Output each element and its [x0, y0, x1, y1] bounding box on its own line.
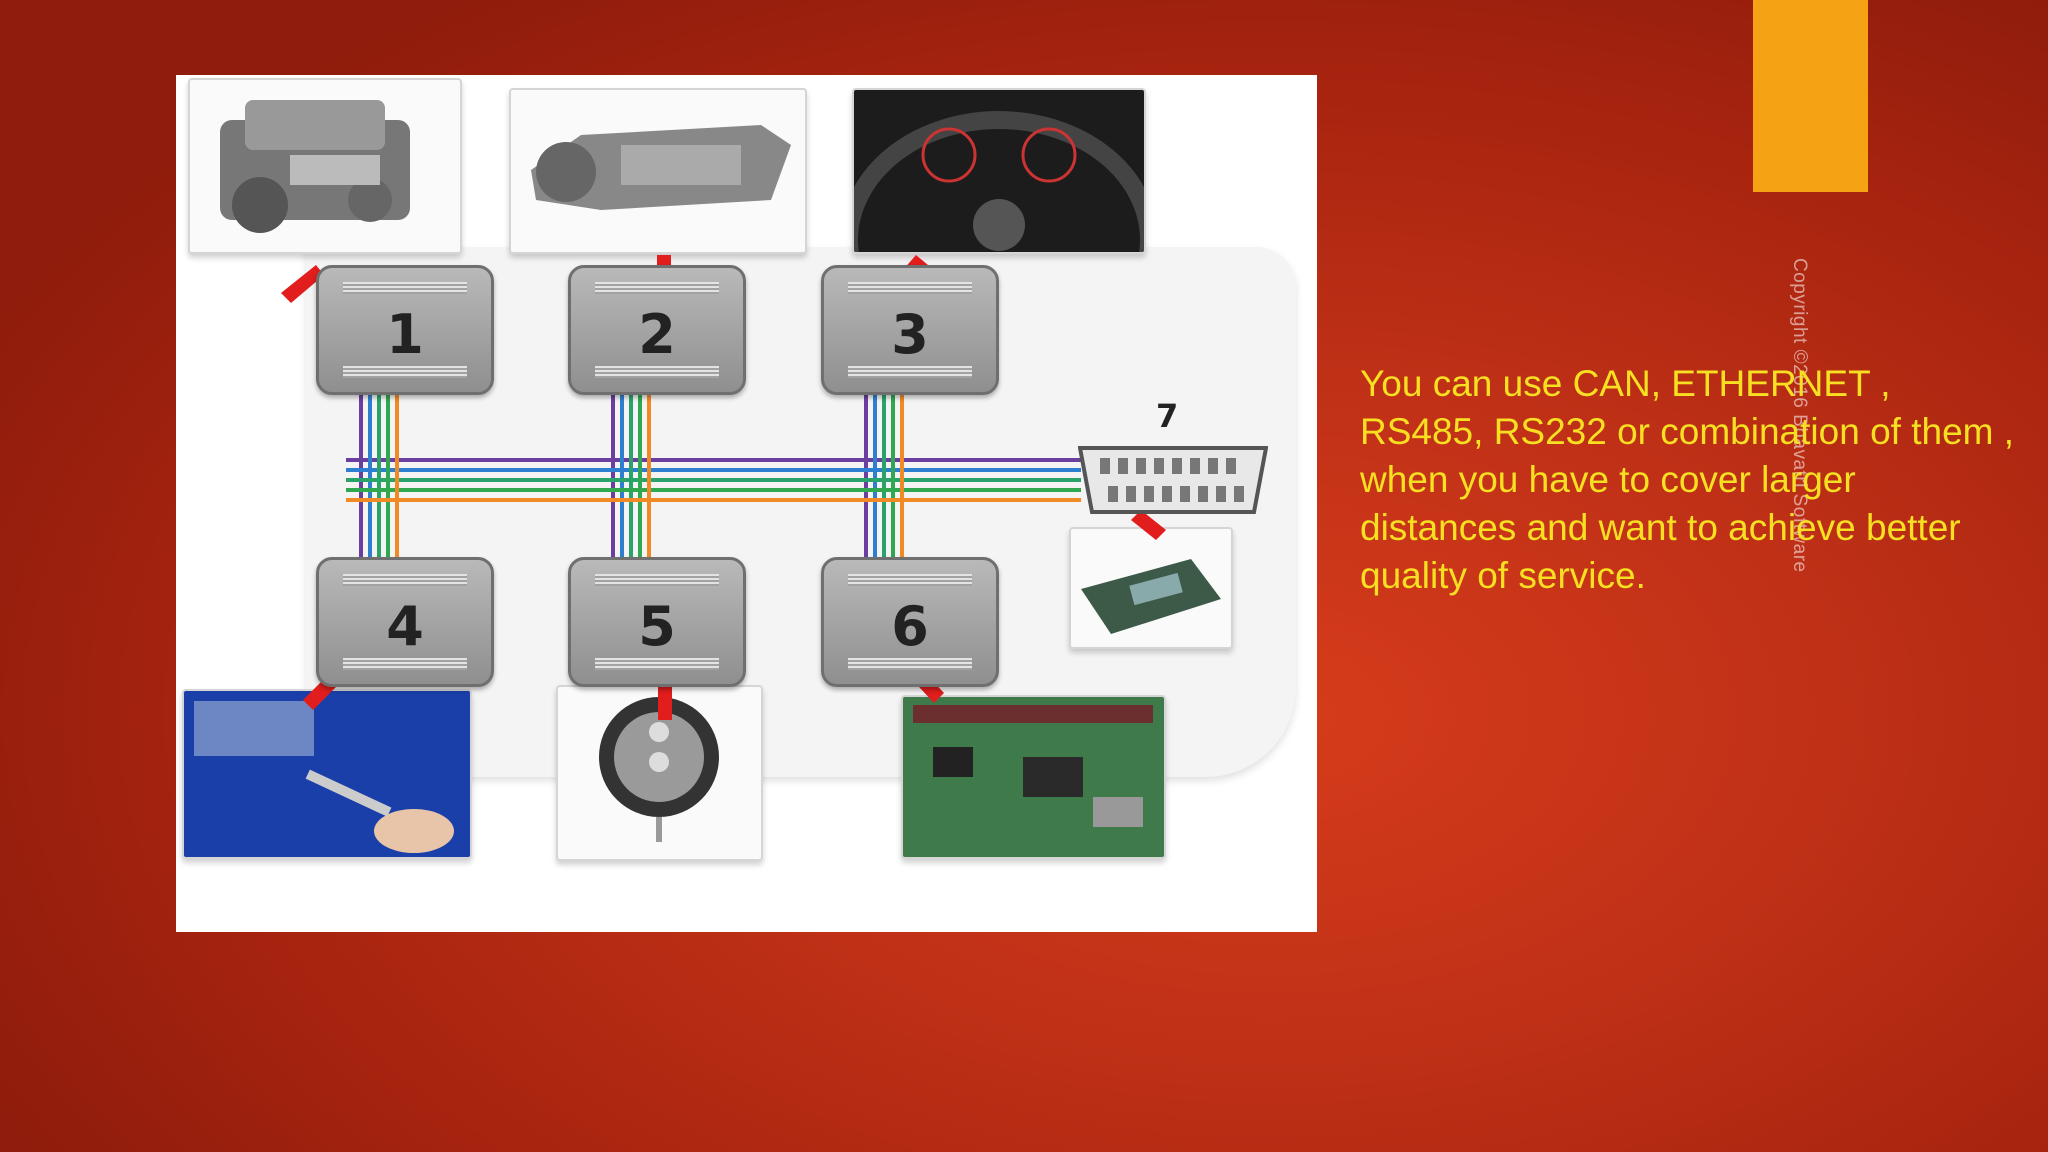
ecu-label: 5 — [638, 595, 676, 658]
diagnostic-module-photo — [1069, 527, 1233, 649]
ecu-5: 5 — [568, 557, 746, 687]
dashboard-photo — [852, 88, 1146, 254]
ecu-6: 6 — [821, 557, 999, 687]
ecu-1: 1 — [316, 265, 494, 395]
ecu-4: 4 — [316, 557, 494, 687]
ecu-3: 3 — [821, 265, 999, 395]
ecu-label: 6 — [891, 595, 929, 658]
ecu-label: 3 — [891, 303, 929, 366]
ecu-network-diagram: 1 2 3 4 5 6 7 — [176, 75, 1317, 932]
arrow-module — [1131, 510, 1166, 540]
arrow-engine — [281, 265, 324, 303]
obd-label: 7 — [1156, 397, 1179, 435]
ecu-label: 1 — [386, 303, 424, 366]
obd-connector — [1078, 446, 1268, 514]
slide-body-text: You can use CAN, ETHERNET , RS485, RS232… — [1360, 363, 2015, 596]
ecu-2: 2 — [568, 265, 746, 395]
transmission-photo — [509, 88, 807, 254]
ecu-label: 2 — [638, 303, 676, 366]
accent-tab — [1753, 0, 1868, 192]
engine-photo — [188, 78, 462, 254]
car-door-photo — [182, 689, 472, 859]
ecu-label: 4 — [386, 595, 424, 658]
circuit-board-photo — [901, 695, 1166, 859]
